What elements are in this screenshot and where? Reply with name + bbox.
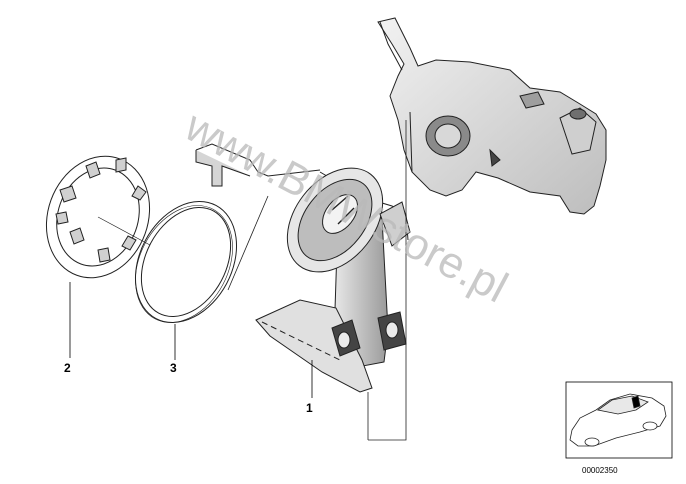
inset-car-thumbnail: 00002350 [565, 381, 673, 475]
fuel-tank-illustration [377, 17, 607, 215]
callout-2: 2 [64, 361, 71, 375]
cover-plate-illustration [45, 155, 151, 279]
callout-3: 3 [170, 361, 177, 375]
seal-ring-illustration [134, 201, 238, 323]
assembly-lines [227, 120, 407, 441]
callout-1: 1 [306, 401, 313, 415]
inset-code: 00002350 [582, 466, 618, 475]
fuel-pump-unit-illustration [195, 143, 411, 393]
leader-lines [69, 282, 313, 398]
